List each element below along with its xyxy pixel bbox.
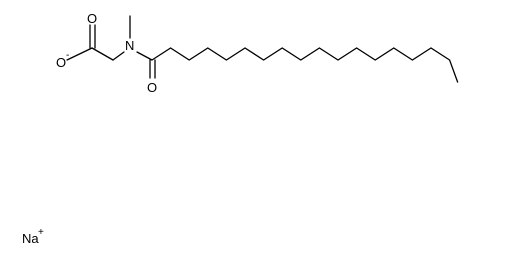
amide-oxygen-label: O — [147, 80, 157, 95]
ch2-bond — [91, 47, 114, 61]
sodium-label: Na — [22, 231, 39, 246]
ch2-n-bond — [112, 51, 125, 61]
oxide-charge-label: - — [66, 50, 69, 61]
alkyl-chain — [151, 47, 459, 83]
atom-labels: O O - N O Na + — [22, 11, 157, 246]
carboxyl-single-bond — [66, 47, 93, 61]
sodium-charge-label: + — [38, 227, 44, 238]
n-carbonyl-bond — [136, 51, 153, 61]
nitrogen-label: N — [125, 38, 134, 53]
carboxyl-oxygen-label: O — [87, 11, 97, 26]
oxide-oxygen-label: O — [56, 55, 66, 70]
skeleton-bonds — [66, 15, 459, 83]
